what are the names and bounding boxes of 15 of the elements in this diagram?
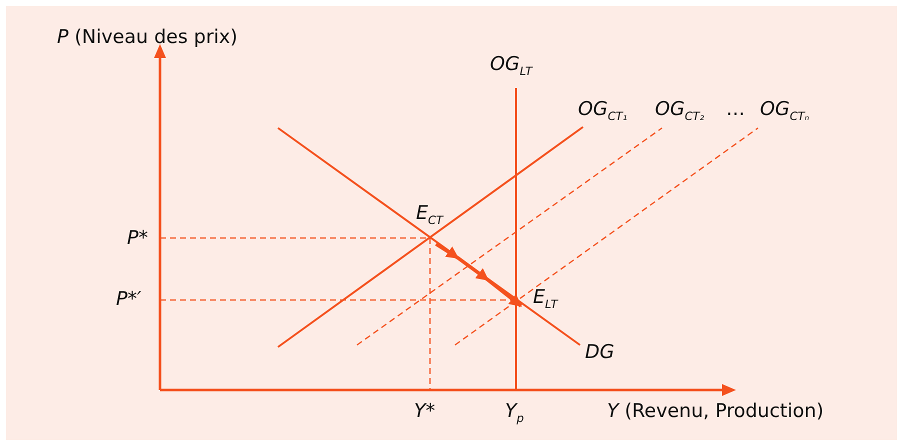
- axis-label: Y (Revenu, Production): [607, 402, 824, 421]
- axis-label: OG$_{CT₂}$: [655, 100, 704, 123]
- axis-label: OG$_{CTₙ}$: [760, 100, 810, 123]
- axis-label: P*′: [116, 290, 142, 309]
- axis-label: Y$_{p}$: [505, 402, 524, 425]
- axis-label: DG: [585, 343, 614, 362]
- axis-label: OG$_{LT}$: [490, 55, 532, 78]
- axis-label: P (Niveau des prix): [57, 28, 238, 47]
- point-label: E$_{LT}$: [533, 288, 558, 311]
- axis-label: P*: [127, 229, 148, 248]
- axis-label: Y*: [414, 402, 436, 421]
- point-label: E$_{CT}$: [416, 204, 443, 227]
- axis-label: …: [726, 100, 745, 119]
- arrow: [435, 242, 522, 308]
- axis-label: OG$_{CT₁}$: [578, 100, 628, 123]
